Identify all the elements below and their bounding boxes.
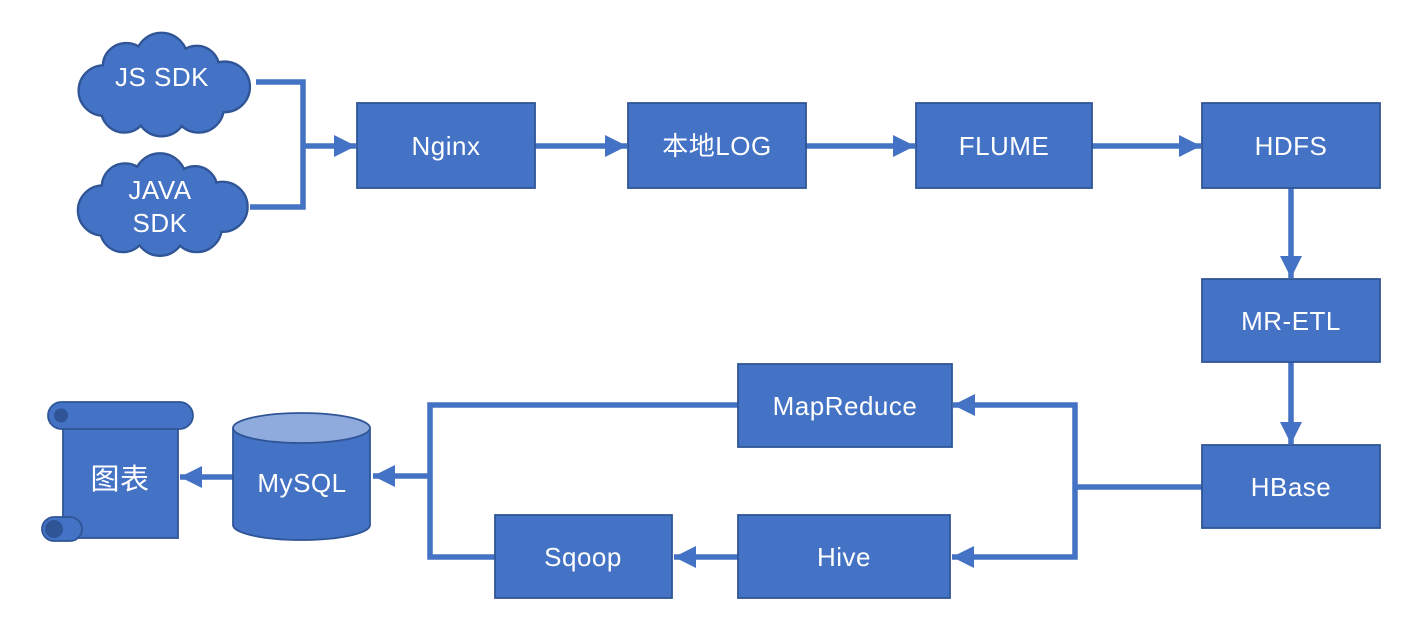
hive-box <box>737 514 951 599</box>
flume-box <box>915 102 1093 189</box>
node-hive: Hive <box>737 514 951 599</box>
node-js-sdk: JS SDK <box>80 34 249 135</box>
mr-etl-label: MR-ETL <box>1241 306 1341 336</box>
js-sdk-label: JS SDK <box>115 62 209 92</box>
local-log-box <box>627 102 807 189</box>
node-nginx: Nginx <box>356 102 536 189</box>
edge-merge-bracket <box>427 402 738 560</box>
node-mapreduce: MapReduce <box>737 363 953 448</box>
hdfs-box <box>1201 102 1381 189</box>
chart-scroll-body <box>62 415 179 539</box>
chart-label: 图表 <box>90 463 149 496</box>
node-hdfs: HDFS <box>1201 102 1381 189</box>
node-flume: FLUME <box>915 102 1093 189</box>
mysql-label: MySQL <box>257 468 346 498</box>
node-chart: 图表 <box>41 401 194 542</box>
node-sqoop: Sqoop <box>494 514 673 599</box>
flume-label: FLUME <box>959 131 1050 161</box>
hbase-box <box>1201 444 1381 529</box>
node-java-sdk: JAVA SDK <box>79 154 246 254</box>
java-sdk-label-line1: JAVA <box>128 175 191 205</box>
hive-label: Hive <box>817 542 871 572</box>
chart-scroll-top-roll <box>47 401 194 430</box>
node-local-log: 本地LOG <box>627 102 807 189</box>
nginx-label: Nginx <box>412 131 481 161</box>
chart-scroll-top-curl-icon <box>54 408 68 423</box>
sqoop-box <box>494 514 673 599</box>
edges <box>180 79 1302 568</box>
local-log-label: 本地LOG <box>662 131 771 161</box>
edge-clouds-merge-bracket <box>250 79 306 210</box>
node-mr-etl: MR-ETL <box>1201 278 1381 363</box>
nginx-box <box>356 102 536 189</box>
node-hbase: HBase <box>1201 444 1381 529</box>
hbase-label: HBase <box>1251 472 1332 502</box>
mapreduce-label: MapReduce <box>773 391 918 421</box>
mysql-cylinder-body <box>232 428 371 541</box>
hdfs-label: HDFS <box>1255 131 1328 161</box>
mysql-cylinder-top <box>232 412 371 444</box>
chart-scroll-bottom-curl-icon <box>45 520 63 538</box>
node-mysql: MySQL <box>232 412 371 541</box>
sqoop-label: Sqoop <box>544 542 622 572</box>
edge-hbase-to-hive <box>952 487 1078 568</box>
java-sdk-label-line2: SDK <box>133 208 188 238</box>
mr-etl-box <box>1201 278 1381 363</box>
mapreduce-box <box>737 363 953 448</box>
edge-hbase-to-mapreduce <box>953 394 1078 487</box>
